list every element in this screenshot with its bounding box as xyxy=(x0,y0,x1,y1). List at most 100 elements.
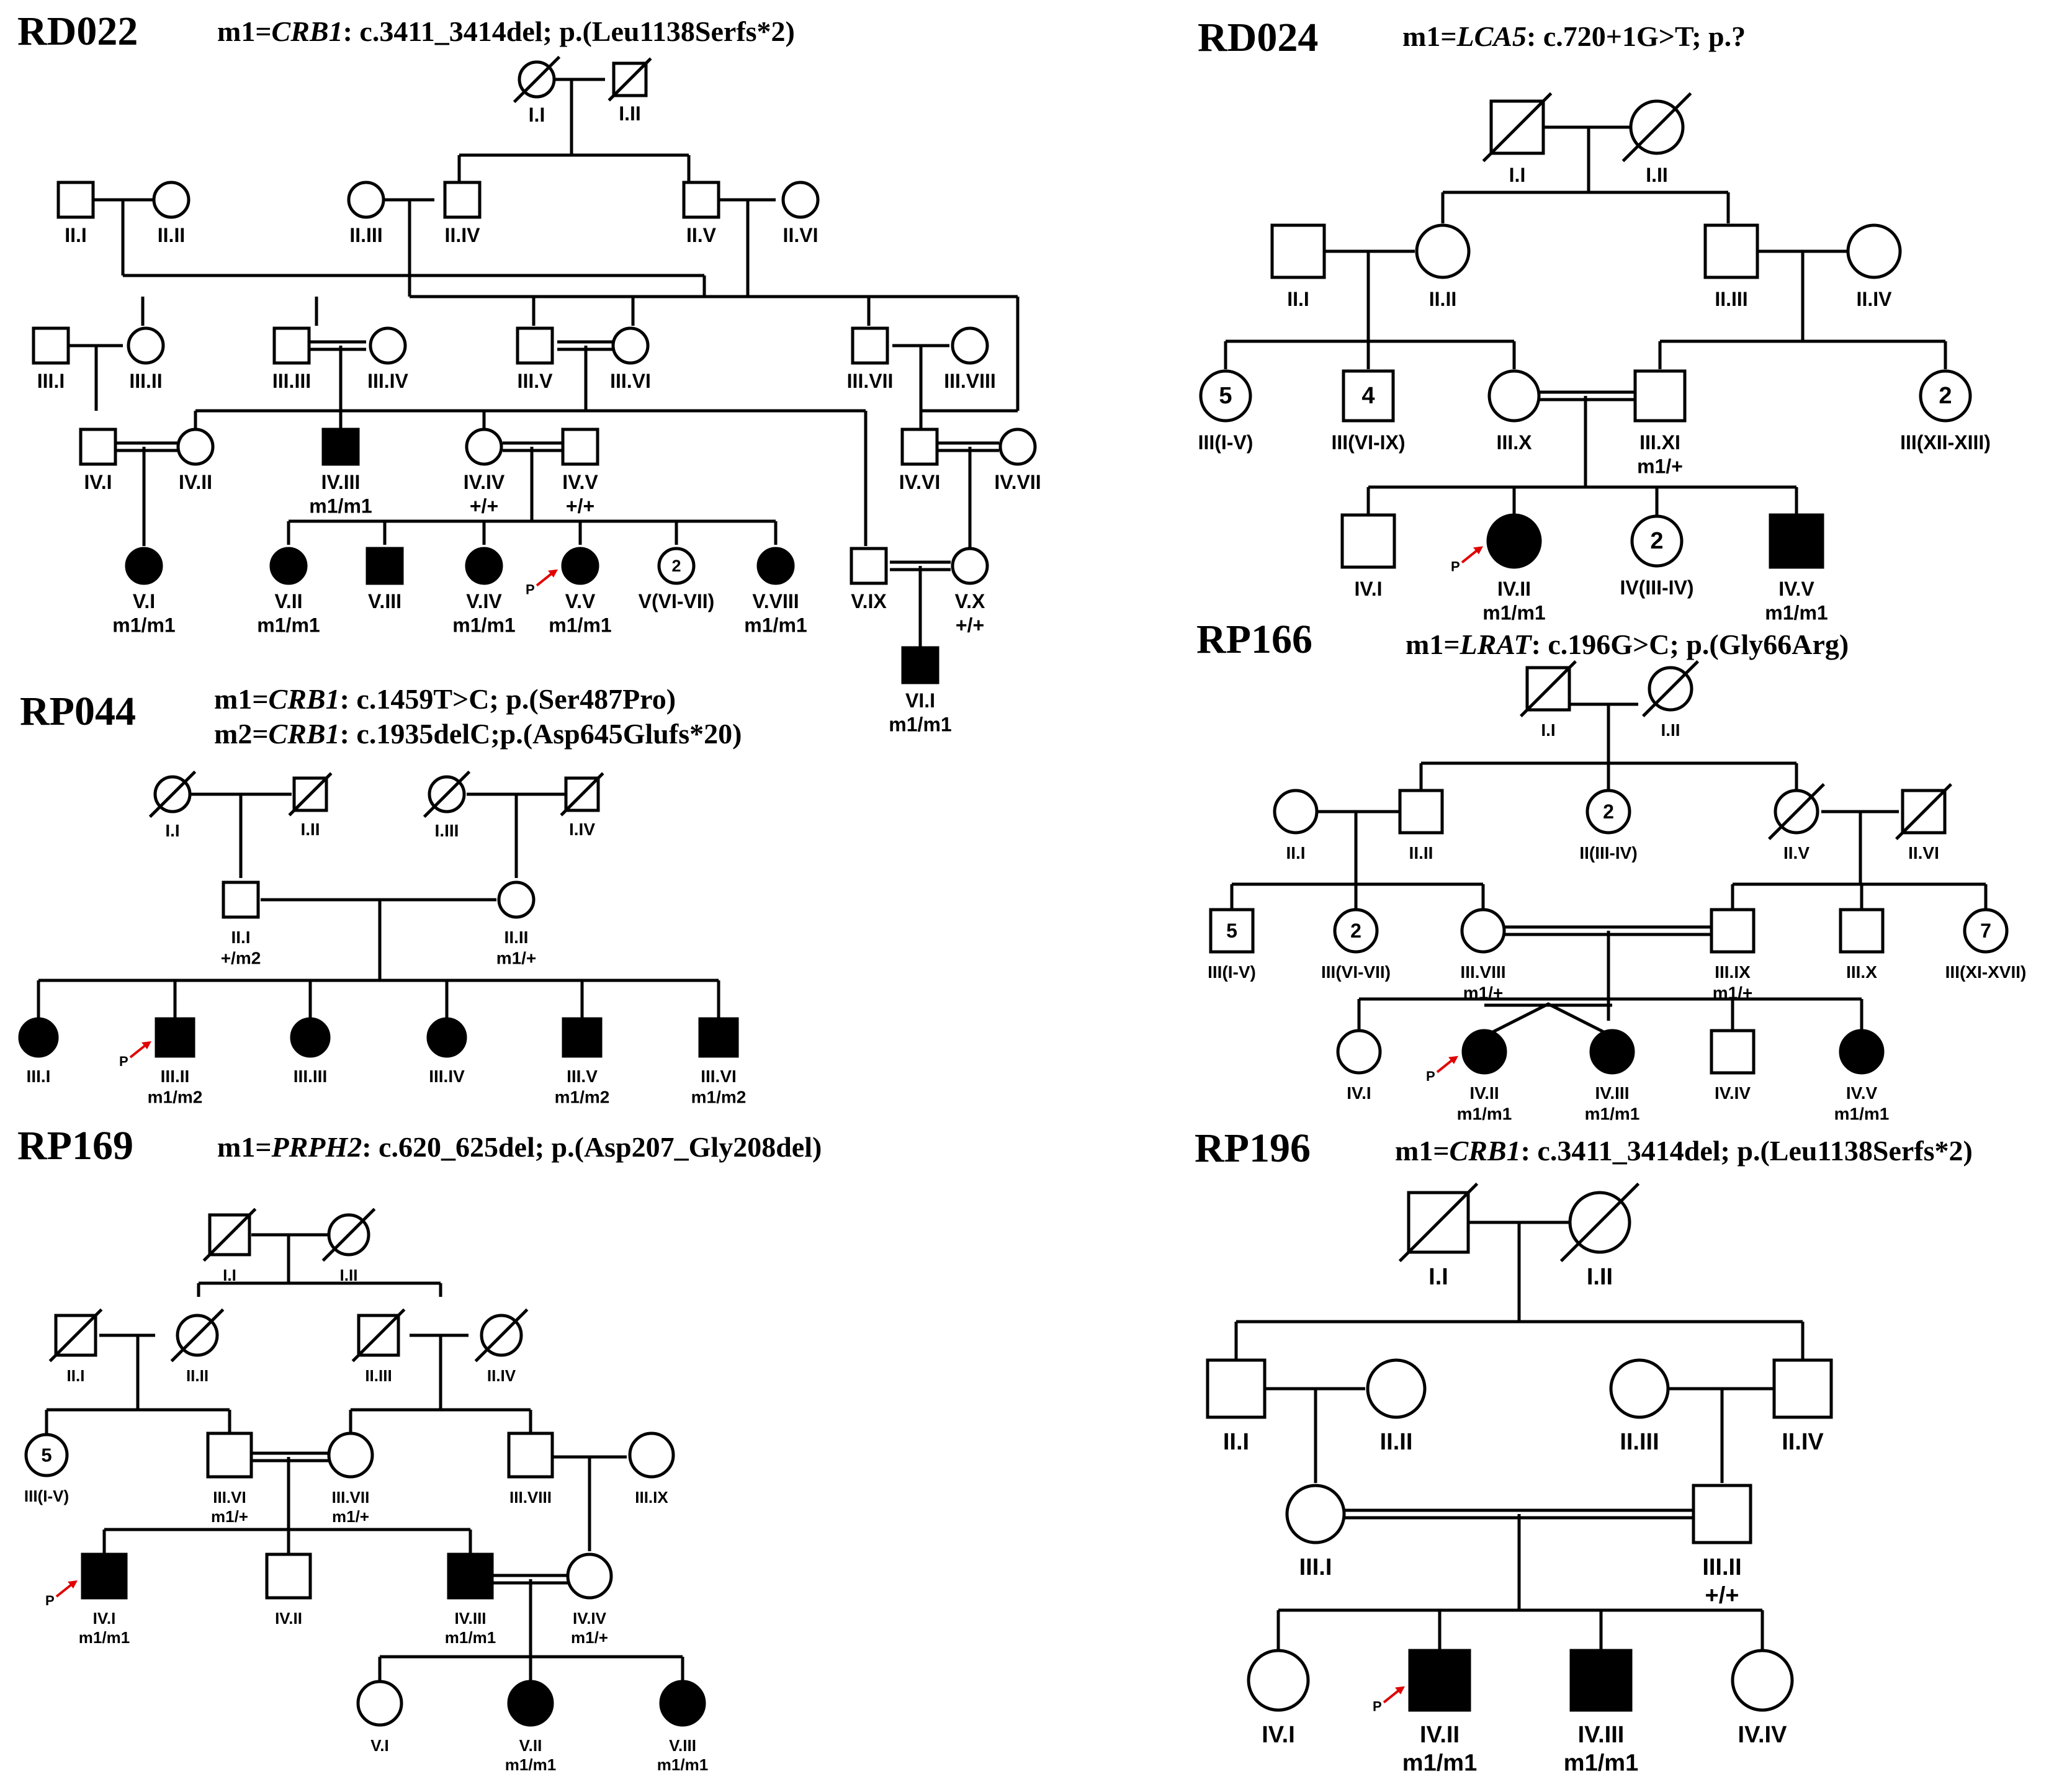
mutation-line: m2=CRB1: c.1935delC;p.(Asp645Glufs*20) xyxy=(214,718,742,750)
male-symbol xyxy=(516,326,554,365)
female-symbol xyxy=(951,547,989,585)
genotype-label: m1/+ xyxy=(1637,455,1683,477)
sibling-count: 2 xyxy=(1939,383,1952,409)
genotype-label: m1/m1 xyxy=(1482,601,1545,624)
female-symbol xyxy=(465,428,503,466)
individual-rp169-v-i: V.I xyxy=(356,1680,403,1755)
individual-label: III.XI xyxy=(1639,431,1680,454)
individual-label: IV.III xyxy=(321,471,361,493)
male-symbol xyxy=(321,428,360,466)
individual-rp044-i-i: I.I xyxy=(148,770,197,840)
deceased-slash xyxy=(608,57,652,102)
individual-label: III.VII xyxy=(332,1488,370,1507)
individual-rp169-ii-i: II.I xyxy=(48,1308,103,1385)
deceased-slash xyxy=(1482,92,1553,163)
individual-label: I.I xyxy=(1428,1264,1448,1290)
proband-arrowhead xyxy=(1473,546,1483,555)
genotype-label: m1/m1 xyxy=(505,1755,556,1774)
individual-label: IV.VII xyxy=(994,471,1041,493)
individual-label: II.V xyxy=(686,224,717,246)
individual-label: I.III xyxy=(435,821,459,840)
male-symbol xyxy=(155,1017,195,1058)
genotype-label: +/+ xyxy=(1705,1583,1739,1609)
individual-label: II.V xyxy=(1783,843,1810,862)
deceased-slash xyxy=(1559,1182,1640,1263)
individual-label: V.III xyxy=(669,1736,696,1755)
individual-label: I.II xyxy=(1661,720,1680,740)
individual-label: II.II xyxy=(158,224,185,246)
individual-label: V.IV xyxy=(466,590,502,612)
female-symbol xyxy=(1336,1029,1382,1075)
genotype-label: m1/m1 xyxy=(257,614,320,636)
individual-rd022-iii-ii: III.II xyxy=(127,326,165,392)
female-symbol xyxy=(24,1433,69,1477)
genotype-label: m1/m1 xyxy=(1834,1104,1890,1124)
deceased-slash xyxy=(423,770,471,818)
individual-rp169-ii-ii: II.II xyxy=(170,1308,225,1385)
individual-label: I.I xyxy=(223,1266,236,1284)
individual-label: I.I xyxy=(529,104,545,126)
genotype-label: m1/m1 xyxy=(889,713,951,735)
individual-rd022-vi-i: VI.Im1/m1 xyxy=(889,646,952,735)
female-symbol xyxy=(1609,1358,1670,1419)
individual-rp166-ii-v: II.V xyxy=(1768,783,1825,862)
individual-label: IV.I xyxy=(1354,578,1382,600)
individual-rp166-ii-i: II.I xyxy=(1273,789,1319,862)
female-symbol xyxy=(781,181,820,219)
male-symbol xyxy=(1692,1484,1752,1544)
male-symbol xyxy=(222,880,260,919)
individual-rp044-ii-i: II.I+/m2 xyxy=(221,880,261,968)
individual-label: IV.IV xyxy=(1738,1722,1788,1748)
individual-rd022-iii-iv: III.IV xyxy=(367,326,409,392)
family-id-rd024: RD024 xyxy=(1198,15,1318,60)
individual-label: III.I xyxy=(27,1067,51,1086)
proband-arrowhead xyxy=(141,1041,151,1049)
genotype-label: m1/m1 xyxy=(744,614,807,636)
individual-rp196-iii-i: III.I xyxy=(1285,1484,1346,1580)
female-symbol xyxy=(1486,513,1542,569)
male-symbol xyxy=(1703,223,1759,279)
individual-label: V.II xyxy=(519,1736,542,1755)
individual-rd022-iii-vii: III.VII xyxy=(847,326,893,392)
individual-label: II.I xyxy=(65,224,87,246)
individual-label: II(III-IV) xyxy=(1579,843,1637,862)
female-symbol xyxy=(1839,1029,1885,1075)
individual-label: IV.III xyxy=(1578,1722,1625,1748)
proband-arrowhead xyxy=(1448,1055,1458,1064)
individual-rp196-i-i: I.I xyxy=(1398,1182,1479,1290)
male-symbol xyxy=(698,1017,739,1058)
female-symbol xyxy=(507,1680,554,1727)
individual-rp044-iii-iii: III.III xyxy=(290,1017,331,1086)
male-symbol xyxy=(1270,223,1326,279)
deceased-slash xyxy=(202,1207,257,1262)
individual-label: III.VI xyxy=(213,1488,246,1507)
individual-rd024-i-i: I.I xyxy=(1482,92,1553,186)
male-symbol xyxy=(272,326,311,365)
female-symbol xyxy=(327,1431,374,1479)
individual-rp196-iii-ii: III.II+/+ xyxy=(1692,1484,1752,1609)
individual-rd022-ii-vi: II.VI xyxy=(781,181,820,246)
individual-label: IV.I xyxy=(93,1609,116,1628)
female-symbol xyxy=(561,547,599,585)
female-symbol xyxy=(465,547,503,585)
male-symbol xyxy=(682,181,720,219)
genotype-label: m1/m1 xyxy=(549,614,611,636)
individual-label: IV.III xyxy=(1595,1083,1629,1103)
individual-label: V.IX xyxy=(851,590,887,612)
female-symbol xyxy=(951,326,989,365)
individual-rd022-v-i: V.Im1/m1 xyxy=(112,547,176,636)
individual-rd022-v-iii: V.III xyxy=(366,547,404,612)
proband-marker: P xyxy=(45,1593,55,1608)
female-symbol xyxy=(18,1017,59,1058)
individual-rd022-ii-v: II.V xyxy=(682,181,720,246)
individual-label: IV.V xyxy=(1778,578,1814,600)
female-symbol xyxy=(290,1017,331,1058)
